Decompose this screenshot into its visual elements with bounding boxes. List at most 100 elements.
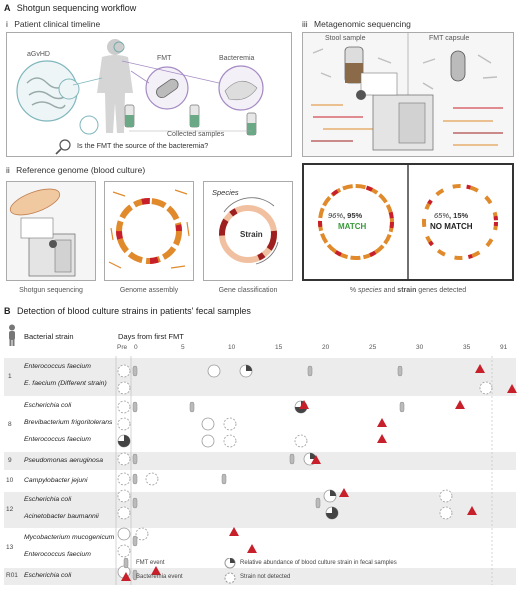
fmt-label: FMT bbox=[157, 55, 172, 62]
day-axis: Pre 0 5 10 15 20 25 30 35 91 bbox=[0, 344, 520, 354]
match-strain-pct: , 95% bbox=[343, 211, 363, 220]
collected-samples-label: Collected samples bbox=[167, 131, 225, 138]
strain-column-header: Bacterial strain bbox=[24, 332, 74, 341]
patient-8-id: 8 bbox=[8, 421, 12, 428]
fmt-events bbox=[132, 365, 405, 581]
tick-30: 30 bbox=[416, 344, 424, 351]
nomatch-strain-pct: , 15% bbox=[449, 211, 469, 220]
patient-13-id: 13 bbox=[6, 544, 14, 551]
section-ii-heading: ii Reference genome (blood culture) bbox=[6, 165, 145, 175]
legend-not-detected-icon bbox=[224, 572, 236, 584]
genome-assembly-box bbox=[104, 181, 194, 281]
source-question: Is the FMT the source of the bacteremia? bbox=[77, 141, 209, 150]
section-iii-title: Metagenomic sequencing bbox=[314, 19, 411, 29]
person-icon bbox=[9, 324, 15, 346]
patient-r01-strain-1: Escherichia coli bbox=[24, 572, 72, 579]
panel-a-title: Shotgun sequencing workflow bbox=[16, 3, 137, 13]
patient-8-strain-1: Escherichia coli bbox=[24, 402, 72, 409]
patient-1-group bbox=[4, 358, 516, 396]
patient-9-group bbox=[4, 452, 516, 470]
results-caption-a: % bbox=[349, 287, 358, 294]
tick-0: 0 bbox=[134, 344, 138, 351]
results-panel: 96%, 95% MATCH 65%, 15% NO MATCH bbox=[302, 163, 514, 281]
results-caption-c: genes detected bbox=[416, 287, 467, 294]
section-i-number: i bbox=[6, 19, 8, 29]
panel-a-label: A Shotgun sequencing workflow bbox=[4, 3, 136, 13]
legend-symbols bbox=[121, 558, 236, 584]
patient-r01-id: R01 bbox=[6, 572, 18, 579]
results-caption-species: species bbox=[357, 287, 382, 294]
patient-12-group bbox=[4, 492, 516, 528]
assembly-ring bbox=[108, 189, 190, 269]
patient-13-strain-1: Mycobacterium mucogenicum bbox=[24, 534, 115, 541]
nomatch-percent: 65%, 15% bbox=[434, 211, 468, 220]
match-species-pct: 96% bbox=[328, 211, 344, 220]
clinical-timeline-panel: aGvHD FMT Bacteremia Collected samples I… bbox=[6, 32, 292, 157]
legend-fmt-text: FMT event bbox=[136, 560, 165, 566]
legend-fmt-icon bbox=[123, 558, 129, 569]
gene-classification-box: Species Strain bbox=[203, 181, 293, 281]
sequencer-illustration bbox=[7, 182, 95, 280]
stool-sample-label: Stool sample bbox=[325, 35, 366, 42]
nomatch-label: NO MATCH bbox=[430, 222, 473, 231]
patient-r01-group bbox=[4, 568, 516, 585]
section-iii-number: iii bbox=[302, 19, 308, 29]
results-caption: % species and strain genes detected bbox=[302, 287, 514, 294]
shotgun-caption: Shotgun sequencing bbox=[19, 287, 83, 294]
patient-8-strain-3: Enterococcus faecium bbox=[24, 436, 91, 443]
section-i-heading: i Patient clinical timeline bbox=[6, 19, 100, 29]
bacteremia-events bbox=[151, 364, 517, 575]
panel-b-title: Detection of blood culture strains in pa… bbox=[17, 306, 251, 316]
section-ii-title: Reference genome (blood culture) bbox=[16, 165, 146, 175]
tick-5: 5 bbox=[181, 344, 185, 351]
tick-35: 35 bbox=[463, 344, 471, 351]
panel-a-letter: A bbox=[4, 3, 11, 13]
tick-25: 25 bbox=[369, 344, 377, 351]
tick-10: 10 bbox=[228, 344, 236, 351]
patient-13-strain-2: Enterococcus faecium bbox=[24, 551, 91, 558]
abundance-circles bbox=[117, 364, 493, 579]
section-iii-heading: iii Metagenomic sequencing bbox=[302, 19, 411, 29]
tick-15: 15 bbox=[275, 344, 283, 351]
panel-b-letter: B bbox=[4, 306, 11, 316]
patient-12-strain-1: Escherichia coli bbox=[24, 496, 72, 503]
results-caption-b: and bbox=[381, 287, 398, 294]
nomatch-species-pct: 65% bbox=[434, 211, 450, 220]
patient-9-id: 9 bbox=[8, 457, 12, 464]
patient-12-strain-2: Acinetobacter baumannii bbox=[24, 513, 99, 520]
patient-1-strain-1: Enterococcus faecium bbox=[24, 363, 91, 370]
timeline-markers bbox=[115, 356, 517, 585]
days-column-header: Days from first FMT bbox=[118, 332, 184, 341]
legend-bacteremia-icon bbox=[121, 572, 131, 581]
match-percent: 96%, 95% bbox=[328, 211, 362, 220]
tick-20: 20 bbox=[322, 344, 330, 351]
tick-pre: Pre bbox=[117, 344, 128, 351]
clinical-timeline-illustration bbox=[16, 39, 264, 155]
strain-label: Strain bbox=[240, 230, 263, 239]
species-label: Species bbox=[212, 188, 239, 197]
metagenomic-illustration bbox=[303, 33, 513, 156]
patient-1-id: 1 bbox=[8, 373, 12, 380]
bacteremia-label: Bacteremia bbox=[219, 55, 255, 62]
assembly-caption: Genome assembly bbox=[119, 287, 179, 294]
classification-caption: Gene classification bbox=[218, 287, 278, 294]
results-rings bbox=[318, 165, 498, 279]
section-ii-number: ii bbox=[6, 165, 10, 175]
tick-91: 91 bbox=[500, 344, 508, 351]
section-i-title: Patient clinical timeline bbox=[14, 19, 101, 29]
panel-b-heading: B Detection of blood culture strains in … bbox=[4, 306, 251, 316]
legend-not-detected-text: Strain not detected bbox=[240, 574, 291, 580]
patient-1-strain-2: E. faecium (Different strain) bbox=[24, 380, 107, 387]
results-caption-strain: strain bbox=[397, 287, 417, 294]
patient-12-id: 12 bbox=[6, 506, 14, 513]
patient-10-strain-1: Campylobacter jejuni bbox=[24, 477, 88, 484]
agvhd-label: aGvHD bbox=[27, 51, 50, 58]
fmt-capsule-label: FMT capsule bbox=[429, 35, 470, 42]
shotgun-sequencing-box bbox=[6, 181, 96, 281]
metagenomic-panel: Stool sample FMT capsule bbox=[302, 32, 514, 157]
patient-10-id: 10 bbox=[6, 477, 14, 484]
legend-abundance-text: Relative abundance of blood culture stra… bbox=[240, 560, 397, 566]
classification-ring bbox=[219, 197, 279, 265]
legend-bacteremia-text: Bacteremia event bbox=[136, 574, 183, 580]
patient-8-strain-2: Brevibacterium frigoritolerans bbox=[24, 419, 113, 426]
